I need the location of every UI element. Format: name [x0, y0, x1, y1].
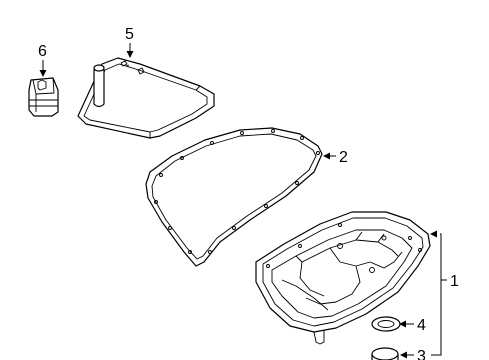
callout-5: 5 — [125, 26, 134, 58]
part-1-oil-pan — [255, 211, 431, 345]
callout-3-label: 3 — [417, 348, 426, 360]
callout-6-label: 6 — [38, 43, 47, 60]
callout-4: 4 — [399, 317, 426, 334]
callout-2: 2 — [323, 149, 348, 166]
part-2-gasket — [145, 127, 323, 267]
part-6-plug — [28, 77, 59, 117]
callout-5-label: 5 — [125, 26, 134, 43]
callout-4-label: 4 — [417, 317, 426, 334]
part-3-drain-plug — [371, 347, 399, 360]
callout-3: 3 — [400, 348, 426, 360]
callout-2-label: 2 — [339, 149, 348, 166]
callout-1-label: 1 — [450, 273, 459, 290]
callout-1: 1 — [430, 230, 459, 356]
callout-6: 6 — [38, 43, 47, 77]
part-4-washer — [371, 316, 401, 332]
part-5-filter — [77, 57, 215, 139]
